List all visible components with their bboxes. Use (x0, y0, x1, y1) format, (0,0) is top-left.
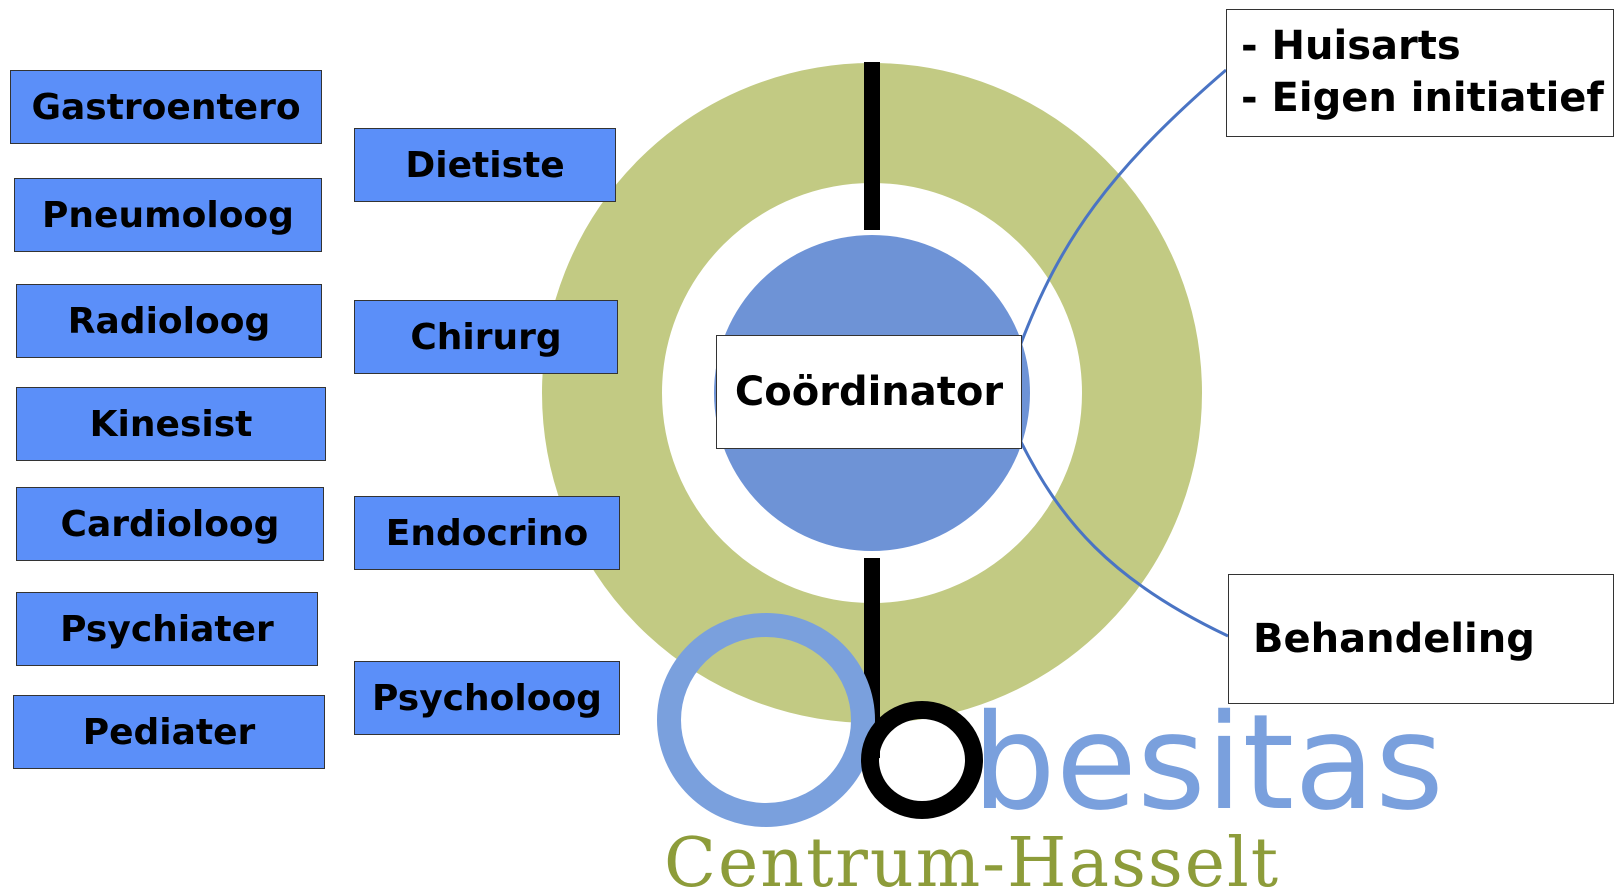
specialist-radioloog: Radioloog (16, 284, 322, 358)
connector-to-sources (1018, 68, 1227, 347)
coordinator-label: Coördinator (734, 369, 1004, 415)
referral-source-item: - Huisarts (1241, 23, 1461, 69)
specialist-psychiater: Psychiater (16, 592, 318, 666)
specialist-label: Kinesist (89, 403, 253, 445)
specialist-label: Psycholoog (372, 677, 602, 719)
connector-to-treatment (1018, 439, 1229, 638)
logo-letter-b-bowl (861, 701, 983, 819)
specialist-label: Pediater (82, 711, 256, 753)
treatment-box: Behandeling (1228, 574, 1614, 704)
specialist-endocrino: Endocrino (354, 496, 620, 570)
specialist-label: Chirurg (410, 316, 562, 358)
coordinator-box: Coördinator (716, 335, 1022, 449)
specialist-psycholoog: Psycholoog (354, 661, 620, 735)
referral-source-item: - Eigen initiatief (1241, 75, 1604, 121)
specialist-pneumoloog: Pneumoloog (14, 178, 322, 252)
specialist-cardioloog: Cardioloog (16, 487, 324, 561)
specialist-label: Gastroentero (31, 86, 301, 128)
specialist-label: Radioloog (67, 300, 271, 342)
specialist-chirurg: Chirurg (354, 300, 618, 374)
logo-letter-o (657, 613, 875, 827)
specialist-label: Pneumoloog (42, 194, 294, 236)
specialist-kinesist: Kinesist (16, 387, 326, 461)
vertical-bar-top (864, 62, 880, 230)
specialist-gastroentero: Gastroentero (10, 70, 322, 144)
logo-subtitle: Centrum-Hasselt (664, 824, 1280, 888)
specialist-dietiste: Dietiste (354, 128, 616, 202)
logo-wordmark: besitas (972, 686, 1444, 840)
specialist-label: Psychiater (60, 608, 274, 650)
specialist-pediater: Pediater (13, 695, 325, 769)
specialist-label: Cardioloog (60, 503, 280, 545)
treatment-label: Behandeling (1253, 616, 1535, 662)
referral-sources-box: - Huisarts - Eigen initiatief (1226, 9, 1614, 137)
specialist-label: Endocrino (385, 512, 589, 554)
specialist-label: Dietiste (405, 144, 565, 186)
